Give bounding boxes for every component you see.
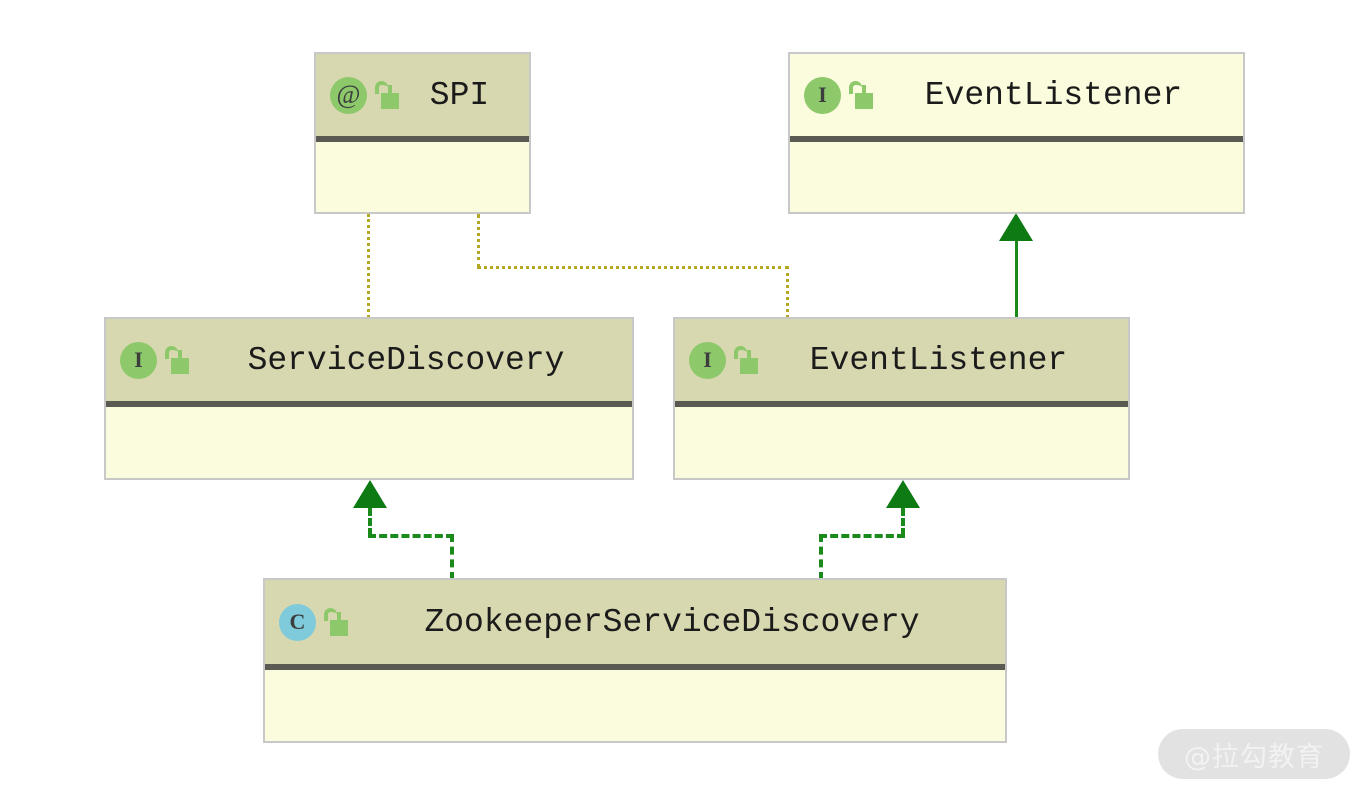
uml-node-service-discovery[interactable]: I ServiceDiscovery	[104, 317, 634, 480]
interface-badge-icon: I	[804, 76, 841, 114]
uml-node-zookeeper-service-discovery-divider	[265, 664, 1005, 670]
uml-node-event-listener-mid[interactable]: I EventListener	[673, 317, 1130, 480]
edge-spi-to-event-listener-segment-3	[786, 266, 789, 318]
unlocked-padlock-icon	[164, 345, 190, 375]
annotation-badge-icon: @	[330, 76, 367, 114]
uml-node-event-listener-mid-divider	[675, 401, 1128, 407]
edge-spi-to-event-listener-segment-2	[477, 266, 789, 269]
uml-node-event-listener-top-divider	[790, 136, 1243, 142]
uml-node-service-discovery-members	[106, 407, 632, 478]
uml-node-event-listener-mid-members	[675, 407, 1128, 478]
edge-zk-to-event-listener-segment-1	[901, 508, 905, 536]
uml-node-service-discovery-header: I ServiceDiscovery	[106, 319, 632, 401]
edge-zk-to-service-discovery-segment-2	[368, 534, 454, 538]
unlocked-padlock-icon	[848, 80, 874, 110]
unlocked-padlock-icon	[733, 345, 759, 375]
edge-spi-to-service-discovery	[367, 214, 370, 318]
edge-zk-to-event-listener-arrowhead	[886, 480, 920, 508]
uml-node-event-listener-top-header: I EventListener	[790, 54, 1243, 136]
uml-node-event-listener-top-title: EventListener	[924, 76, 1183, 114]
interface-badge-icon: I	[689, 341, 726, 379]
uml-node-zookeeper-service-discovery[interactable]: C ZookeeperServiceDiscovery	[263, 578, 1007, 743]
unlocked-padlock-icon	[374, 80, 400, 110]
uml-node-zookeeper-service-discovery-header: C ZookeeperServiceDiscovery	[265, 580, 1005, 664]
edge-zk-to-event-listener-segment-3	[819, 534, 823, 580]
uml-node-service-discovery-divider	[106, 401, 632, 407]
uml-node-event-listener-top-members	[790, 142, 1243, 212]
edge-event-listener-generalization-line	[1015, 232, 1018, 318]
edge-spi-to-event-listener-segment-1	[477, 214, 480, 268]
interface-badge-icon: I	[120, 341, 157, 379]
edge-zk-to-service-discovery-segment-3	[450, 534, 454, 580]
uml-node-spi[interactable]: @ SPI	[314, 52, 531, 214]
edge-zk-to-service-discovery-segment-1	[368, 508, 372, 536]
uml-node-event-listener-mid-title: EventListener	[809, 341, 1068, 379]
edge-zk-to-event-listener-segment-2	[819, 534, 905, 538]
class-badge-icon: C	[279, 603, 316, 641]
watermark: @拉勾教育	[1158, 729, 1350, 779]
uml-node-service-discovery-title: ServiceDiscovery	[247, 341, 565, 379]
uml-node-event-listener-mid-header: I EventListener	[675, 319, 1128, 401]
uml-node-spi-header: @ SPI	[316, 54, 529, 136]
uml-node-zookeeper-service-discovery-members	[265, 670, 1005, 741]
edge-event-listener-generalization-arrowhead	[999, 213, 1033, 241]
unlocked-padlock-icon	[323, 607, 349, 637]
edge-zk-to-service-discovery-arrowhead	[353, 480, 387, 508]
uml-node-spi-members	[316, 142, 529, 212]
uml-node-spi-divider	[316, 136, 529, 142]
uml-node-zookeeper-service-discovery-title: ZookeeperServiceDiscovery	[424, 603, 920, 641]
uml-node-spi-title: SPI	[429, 76, 490, 114]
uml-node-event-listener-top[interactable]: I EventListener	[788, 52, 1245, 214]
